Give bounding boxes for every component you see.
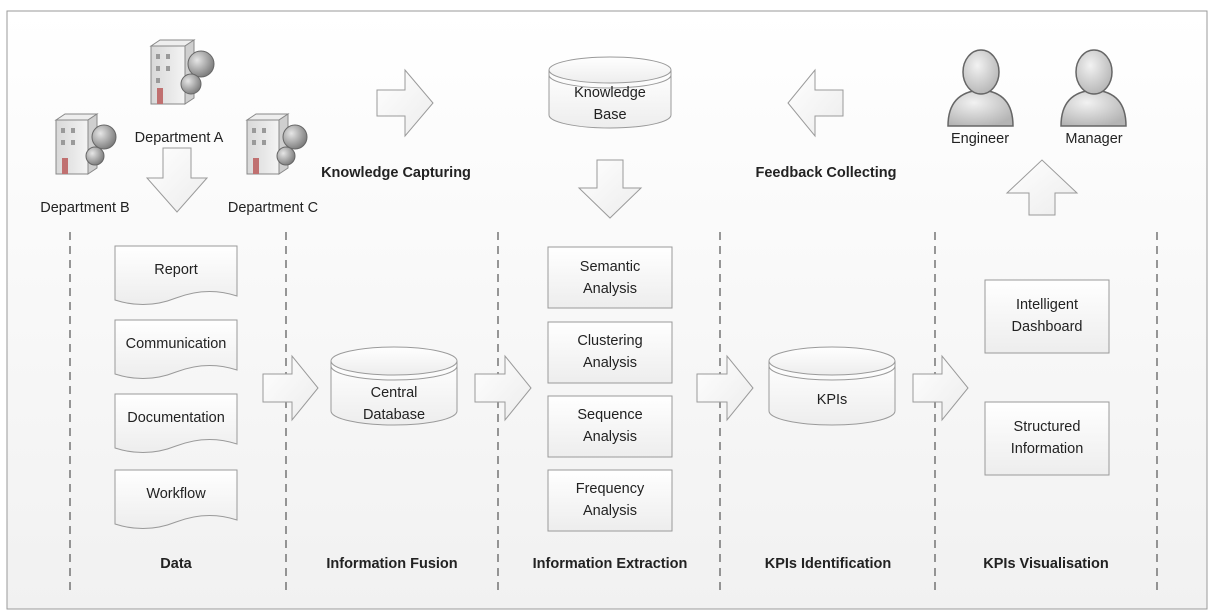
arrow-right-icon — [262, 354, 319, 422]
flow-arrows — [145, 68, 1079, 422]
document-shape — [114, 393, 238, 453]
knowledge-base-line-2: Base — [593, 107, 627, 123]
stage-label-information-extraction: Information Extraction — [532, 556, 688, 572]
person-icon-engineer — [947, 49, 1014, 127]
arrow-right-icon — [696, 354, 754, 422]
kpis-database-label: KPIs — [816, 392, 848, 408]
building-icon-c — [245, 113, 308, 175]
engineer-label: Engineer — [950, 131, 1010, 147]
analysis-box — [547, 395, 673, 458]
document-shape — [114, 469, 238, 529]
analysis-line-2: Analysis — [582, 281, 637, 297]
arrow-down-icon — [577, 159, 643, 219]
manager-label: Manager — [1065, 131, 1123, 147]
vis-box-line-1: Intelligent — [1015, 297, 1079, 313]
analysis-line-1: Sequence — [577, 407, 643, 423]
knowledge-base-label: Knowledge Base — [574, 82, 646, 126]
department-c-label: Department C — [227, 200, 319, 216]
analysis-line-1: Semantic — [579, 259, 641, 275]
central-database-line-2: Database — [362, 407, 426, 423]
analysis-boxes — [547, 246, 1110, 532]
arrow-right-icon — [376, 68, 434, 138]
vis-box-line-1: Structured — [1013, 419, 1081, 435]
structured-information-label: Structured Information — [1011, 416, 1084, 460]
visualisation-box — [984, 279, 1110, 354]
sequence-analysis-label: Sequence Analysis — [577, 404, 642, 448]
feedback-collecting-label: Feedback Collecting — [755, 165, 897, 181]
analysis-line-2: Analysis — [583, 355, 637, 371]
analysis-box — [547, 321, 673, 384]
arrow-up-icon — [1005, 159, 1079, 216]
central-database-line-1: Central — [370, 385, 418, 401]
arrow-left-icon — [787, 68, 844, 138]
stage-separators — [69, 232, 1158, 590]
department-b-label: Department B — [40, 200, 130, 216]
documentation-document-label: Documentation — [127, 410, 225, 426]
arrow-right-icon — [912, 354, 969, 422]
intelligent-dashboard-label: Intelligent Dashboard — [1012, 294, 1083, 338]
department-a-label: Department A — [134, 130, 224, 146]
stage-label-information-fusion: Information Fusion — [326, 556, 458, 572]
building-icon-b — [54, 113, 117, 175]
knowledge-base-cylinder — [548, 56, 672, 129]
knowledge-base-line-1: Knowledge — [574, 85, 646, 101]
frequency-analysis-label: Frequency Analysis — [576, 478, 645, 522]
document-shapes — [114, 245, 238, 529]
analysis-line-1: Frequency — [575, 481, 645, 497]
person-icon-manager — [1060, 49, 1127, 127]
analysis-line-1: Clustering — [577, 333, 643, 349]
report-document-label: Report — [154, 262, 198, 278]
document-shape — [114, 245, 238, 305]
semantic-analysis-label: Semantic Analysis — [580, 256, 640, 300]
analysis-box — [547, 469, 673, 532]
visualisation-box — [984, 401, 1110, 476]
stage-label-kpis-visualisation: KPIs Visualisation — [983, 556, 1109, 572]
clustering-analysis-label: Clustering Analysis — [577, 330, 642, 374]
arrow-right-icon — [474, 354, 532, 422]
central-database-cylinder — [330, 346, 458, 426]
workflow-document-label: Workflow — [146, 486, 206, 502]
vis-box-line-2: Dashboard — [1011, 319, 1083, 335]
kpis-database-cylinder — [768, 346, 896, 426]
communication-document-label: Communication — [125, 336, 227, 352]
arrow-down-icon — [145, 147, 209, 213]
vis-box-line-2: Information — [1010, 441, 1084, 457]
database-shapes — [330, 56, 896, 426]
analysis-box — [547, 246, 673, 309]
document-shape — [114, 319, 238, 379]
central-database-label: Central Database — [363, 382, 425, 426]
analysis-line-2: Analysis — [582, 503, 637, 519]
building-icon-a — [149, 39, 215, 105]
stage-label-data: Data — [160, 556, 192, 572]
stage-label-kpis-identification: KPIs Identification — [764, 556, 892, 572]
analysis-line-2: Analysis — [583, 429, 637, 445]
knowledge-capturing-label: Knowledge Capturing — [321, 165, 471, 181]
